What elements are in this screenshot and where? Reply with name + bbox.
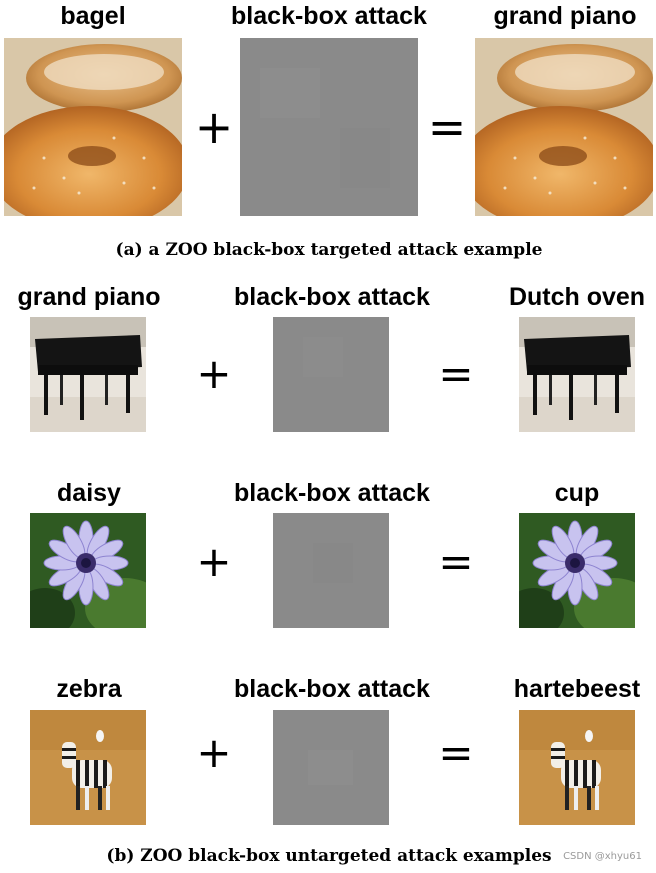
watermark: CSDN @xhyu61 [563,851,642,862]
adversarial-noise-image [273,710,389,825]
plus-sign: + [196,728,232,777]
adversarial-noise-image [273,513,389,628]
adversarial-noise-image [240,38,418,216]
result-label-dutch-oven: Dutch oven [508,283,646,311]
equals-sign: = [438,728,474,777]
adversarial-noise-image [273,317,389,432]
attack-label: black-box attack [234,479,430,507]
daisy-original-image [30,513,146,628]
result-label-hartebeest: hartebeest [513,675,641,703]
attack-label: black-box attack [234,675,430,703]
source-label-bagel: bagel [60,2,126,30]
plus-sign: + [194,100,234,154]
zebra-adversarial-image [519,710,635,825]
equals-sign: = [438,349,474,398]
bagel-adversarial-image [475,38,653,216]
plus-sign: + [196,537,232,586]
target-label-grand-piano: grand piano [493,2,637,30]
result-label-cup: cup [554,479,600,507]
caption-panel-a: (a) a ZOO black-box targeted attack exam… [115,240,543,260]
grand-piano-original-image [30,317,146,432]
plus-sign: + [196,349,232,398]
bagel-original-image [4,38,182,216]
equals-sign: = [427,100,467,154]
daisy-adversarial-image [519,513,635,628]
equals-sign: = [438,537,474,586]
source-label-grand-piano: grand piano [17,283,161,311]
source-label-zebra: zebra [56,675,122,703]
source-label-daisy: daisy [57,479,121,507]
caption-panel-b: (b) ZOO black-box untargeted attack exam… [106,846,552,866]
zebra-original-image [30,710,146,825]
attack-label: black-box attack [231,2,427,30]
attack-label: black-box attack [234,283,430,311]
grand-piano-adversarial-image [519,317,635,432]
